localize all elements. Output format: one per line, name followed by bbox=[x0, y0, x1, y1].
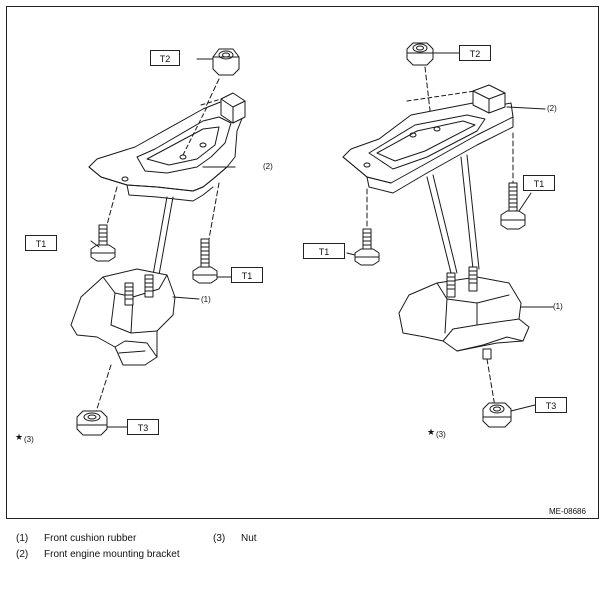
right-star-icon: ★ bbox=[427, 427, 436, 437]
right-bolt-2 bbox=[500, 182, 526, 230]
right-t2-callout: T2 bbox=[459, 45, 491, 61]
left-assembly bbox=[70, 48, 246, 436]
left-t3-callout: T3 bbox=[127, 419, 159, 435]
exploded-view-diagram bbox=[70, 42, 554, 436]
right-bolt-1 bbox=[354, 228, 380, 266]
left-bolt-1 bbox=[90, 224, 116, 262]
left-ref-nut: (3) bbox=[24, 435, 34, 444]
left-bottom-nut bbox=[76, 410, 108, 436]
left-star-icon: ★ bbox=[15, 432, 24, 442]
figure-id: ME-08686 bbox=[549, 507, 586, 516]
right-ref-bracket: (2) bbox=[547, 104, 557, 113]
legend-item-1: (1) Front cushion rubber bbox=[16, 533, 136, 545]
legend-num: (2) bbox=[16, 549, 29, 560]
right-t1-callout-a: T1 bbox=[303, 243, 345, 259]
left-ref-cushion: (1) bbox=[201, 295, 211, 304]
left-bolt-2 bbox=[192, 238, 218, 284]
legend-label: Nut bbox=[241, 533, 257, 544]
right-ref-nut: (3) bbox=[436, 430, 446, 439]
legend-item-2: (2) Front engine mounting bracket bbox=[16, 549, 180, 561]
right-t3-callout: T3 bbox=[535, 397, 567, 413]
left-top-nut bbox=[212, 48, 240, 76]
right-top-nut bbox=[406, 42, 434, 66]
legend-label: Front cushion rubber bbox=[44, 533, 137, 544]
figure-frame: T2 T1 T1 T3 (2) (1) ★ (3) T2 T1 T1 T3 (2… bbox=[6, 6, 599, 519]
left-cushion-rubber bbox=[70, 268, 176, 366]
legend-item-3: (3) Nut bbox=[213, 533, 257, 545]
right-bottom-nut bbox=[482, 402, 512, 428]
left-t1-callout-b: T1 bbox=[231, 267, 263, 283]
right-mounting-bracket bbox=[342, 84, 514, 194]
right-ref-cushion: (1) bbox=[553, 302, 563, 311]
left-mounting-bracket bbox=[88, 92, 246, 202]
right-assembly bbox=[342, 42, 554, 428]
left-t2-callout: T2 bbox=[150, 50, 180, 66]
left-ref-bracket: (2) bbox=[263, 162, 273, 171]
right-cushion-rubber bbox=[398, 266, 530, 360]
legend-label: Front engine mounting bracket bbox=[44, 549, 180, 560]
legend-num: (1) bbox=[16, 533, 29, 544]
legend-num: (3) bbox=[213, 533, 226, 544]
right-t1-callout-b: T1 bbox=[523, 175, 555, 191]
left-t1-callout-a: T1 bbox=[25, 235, 57, 251]
